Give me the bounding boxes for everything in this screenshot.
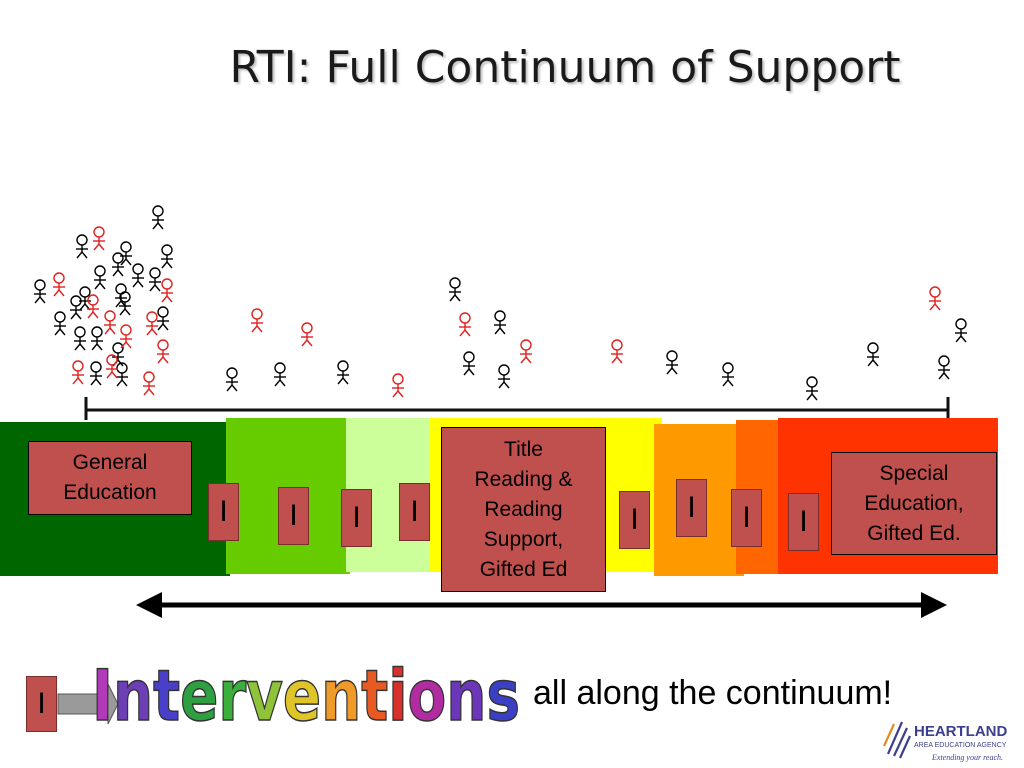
- general-education-label: General Education: [28, 441, 192, 515]
- wordart-letter: v: [246, 655, 283, 736]
- student-figure-red: [458, 312, 472, 337]
- student-figure: [151, 205, 165, 230]
- student-figure-red: [52, 272, 66, 297]
- range-bracket: [84, 397, 950, 420]
- student-figure: [69, 295, 83, 320]
- slide-title: RTI: Full Continuum of Support: [229, 42, 901, 93]
- heartland-logo: HEARTLAND AREA EDUCATION AGENCY Extendin…: [882, 721, 1007, 762]
- student-figure: [937, 355, 951, 380]
- label-line: Reading: [484, 497, 563, 521]
- student-figures: [33, 205, 968, 420]
- student-figure: [156, 306, 170, 331]
- student-figure-red: [92, 226, 106, 251]
- student-figure-red: [928, 286, 942, 311]
- label-line: Education: [63, 481, 157, 504]
- intervention-marker-legend: I: [26, 676, 57, 732]
- wordart-letter: s: [486, 655, 520, 736]
- wordart-letter: t: [361, 655, 388, 736]
- intervention-marker: I: [341, 489, 372, 547]
- label-line: Gifted Ed.: [867, 521, 961, 545]
- wordart-letter: n: [321, 655, 361, 736]
- student-figure: [90, 326, 104, 351]
- student-figure-red: [142, 371, 156, 396]
- logo-mark-icon: [886, 721, 912, 759]
- student-figure: [53, 311, 67, 336]
- wordart-letter: r: [218, 655, 246, 736]
- student-figure: [866, 342, 880, 367]
- student-figure: [118, 291, 132, 316]
- student-figure: [73, 326, 87, 351]
- wordart-letter: n: [446, 655, 486, 736]
- student-figure-red: [160, 278, 174, 303]
- logo-name: HEARTLAND: [914, 723, 1007, 740]
- special-education-label: Special Education, Gifted Ed.: [831, 452, 997, 555]
- student-figure: [89, 361, 103, 386]
- continuum-tagline: all along the continuum!: [533, 674, 893, 712]
- interventions-word: Interventions: [92, 655, 520, 736]
- intervention-marker: I: [278, 487, 309, 545]
- label-line: Education,: [864, 491, 964, 515]
- intervention-marker: I: [788, 493, 819, 551]
- student-figure-red: [156, 339, 170, 364]
- student-figure: [462, 351, 476, 376]
- student-figure-red: [105, 354, 119, 379]
- student-figure: [115, 362, 129, 387]
- student-figure: [493, 310, 507, 335]
- student-figure-red: [103, 310, 117, 335]
- student-figure-red: [519, 339, 533, 364]
- logo-sub: AREA EDUCATION AGENCY: [914, 742, 1007, 749]
- student-figure: [131, 263, 145, 288]
- intervention-marker: I: [208, 483, 239, 541]
- student-figure-red: [300, 322, 314, 347]
- label-line: Special: [879, 461, 949, 485]
- student-figure-red: [391, 373, 405, 398]
- label-line: Reading &: [474, 467, 573, 491]
- student-figure-red: [250, 308, 264, 333]
- intervention-marker: I: [731, 489, 762, 547]
- student-figure-red: [610, 339, 624, 364]
- logo-slogan: Extending your reach.: [931, 753, 1003, 762]
- student-figure: [954, 318, 968, 343]
- student-figure: [497, 364, 511, 389]
- student-figure-red: [86, 294, 100, 319]
- wordart-letter: i: [388, 655, 407, 736]
- student-figure: [665, 350, 679, 375]
- student-figure: [805, 376, 819, 401]
- student-figure: [33, 279, 47, 304]
- intervention-marker: I: [619, 491, 650, 549]
- wordart-letter: t: [153, 655, 180, 736]
- wordart-letter: e: [283, 655, 321, 736]
- student-figure: [75, 234, 89, 259]
- label-line: Title: [504, 437, 543, 461]
- student-figure: [448, 277, 462, 302]
- student-figure: [160, 244, 174, 269]
- student-figure: [336, 360, 350, 385]
- wordart-letter: I: [92, 655, 113, 736]
- continuum-double-arrow: [136, 592, 947, 618]
- label-line: Gifted Ed: [479, 557, 568, 581]
- student-figure: [93, 265, 107, 290]
- student-figure: [273, 362, 287, 387]
- wordart-letter: o: [408, 655, 447, 736]
- student-figure-red: [71, 360, 85, 385]
- legend-arrow: [57, 683, 119, 725]
- intervention-marker: I: [676, 479, 707, 537]
- student-figure: [148, 267, 162, 292]
- student-figure: [225, 367, 239, 392]
- wordart-letter: e: [180, 655, 218, 736]
- title-reading-label: Title Reading & Reading Support, Gifted …: [441, 427, 606, 592]
- student-figure: [721, 362, 735, 387]
- label-line: General: [72, 451, 148, 474]
- student-figure-red: [145, 311, 159, 336]
- intervention-marker: I: [399, 483, 430, 541]
- wordart-letter: n: [113, 655, 153, 736]
- label-line: Support,: [483, 527, 564, 551]
- interventions-wordart: Interventions: [91, 654, 521, 736]
